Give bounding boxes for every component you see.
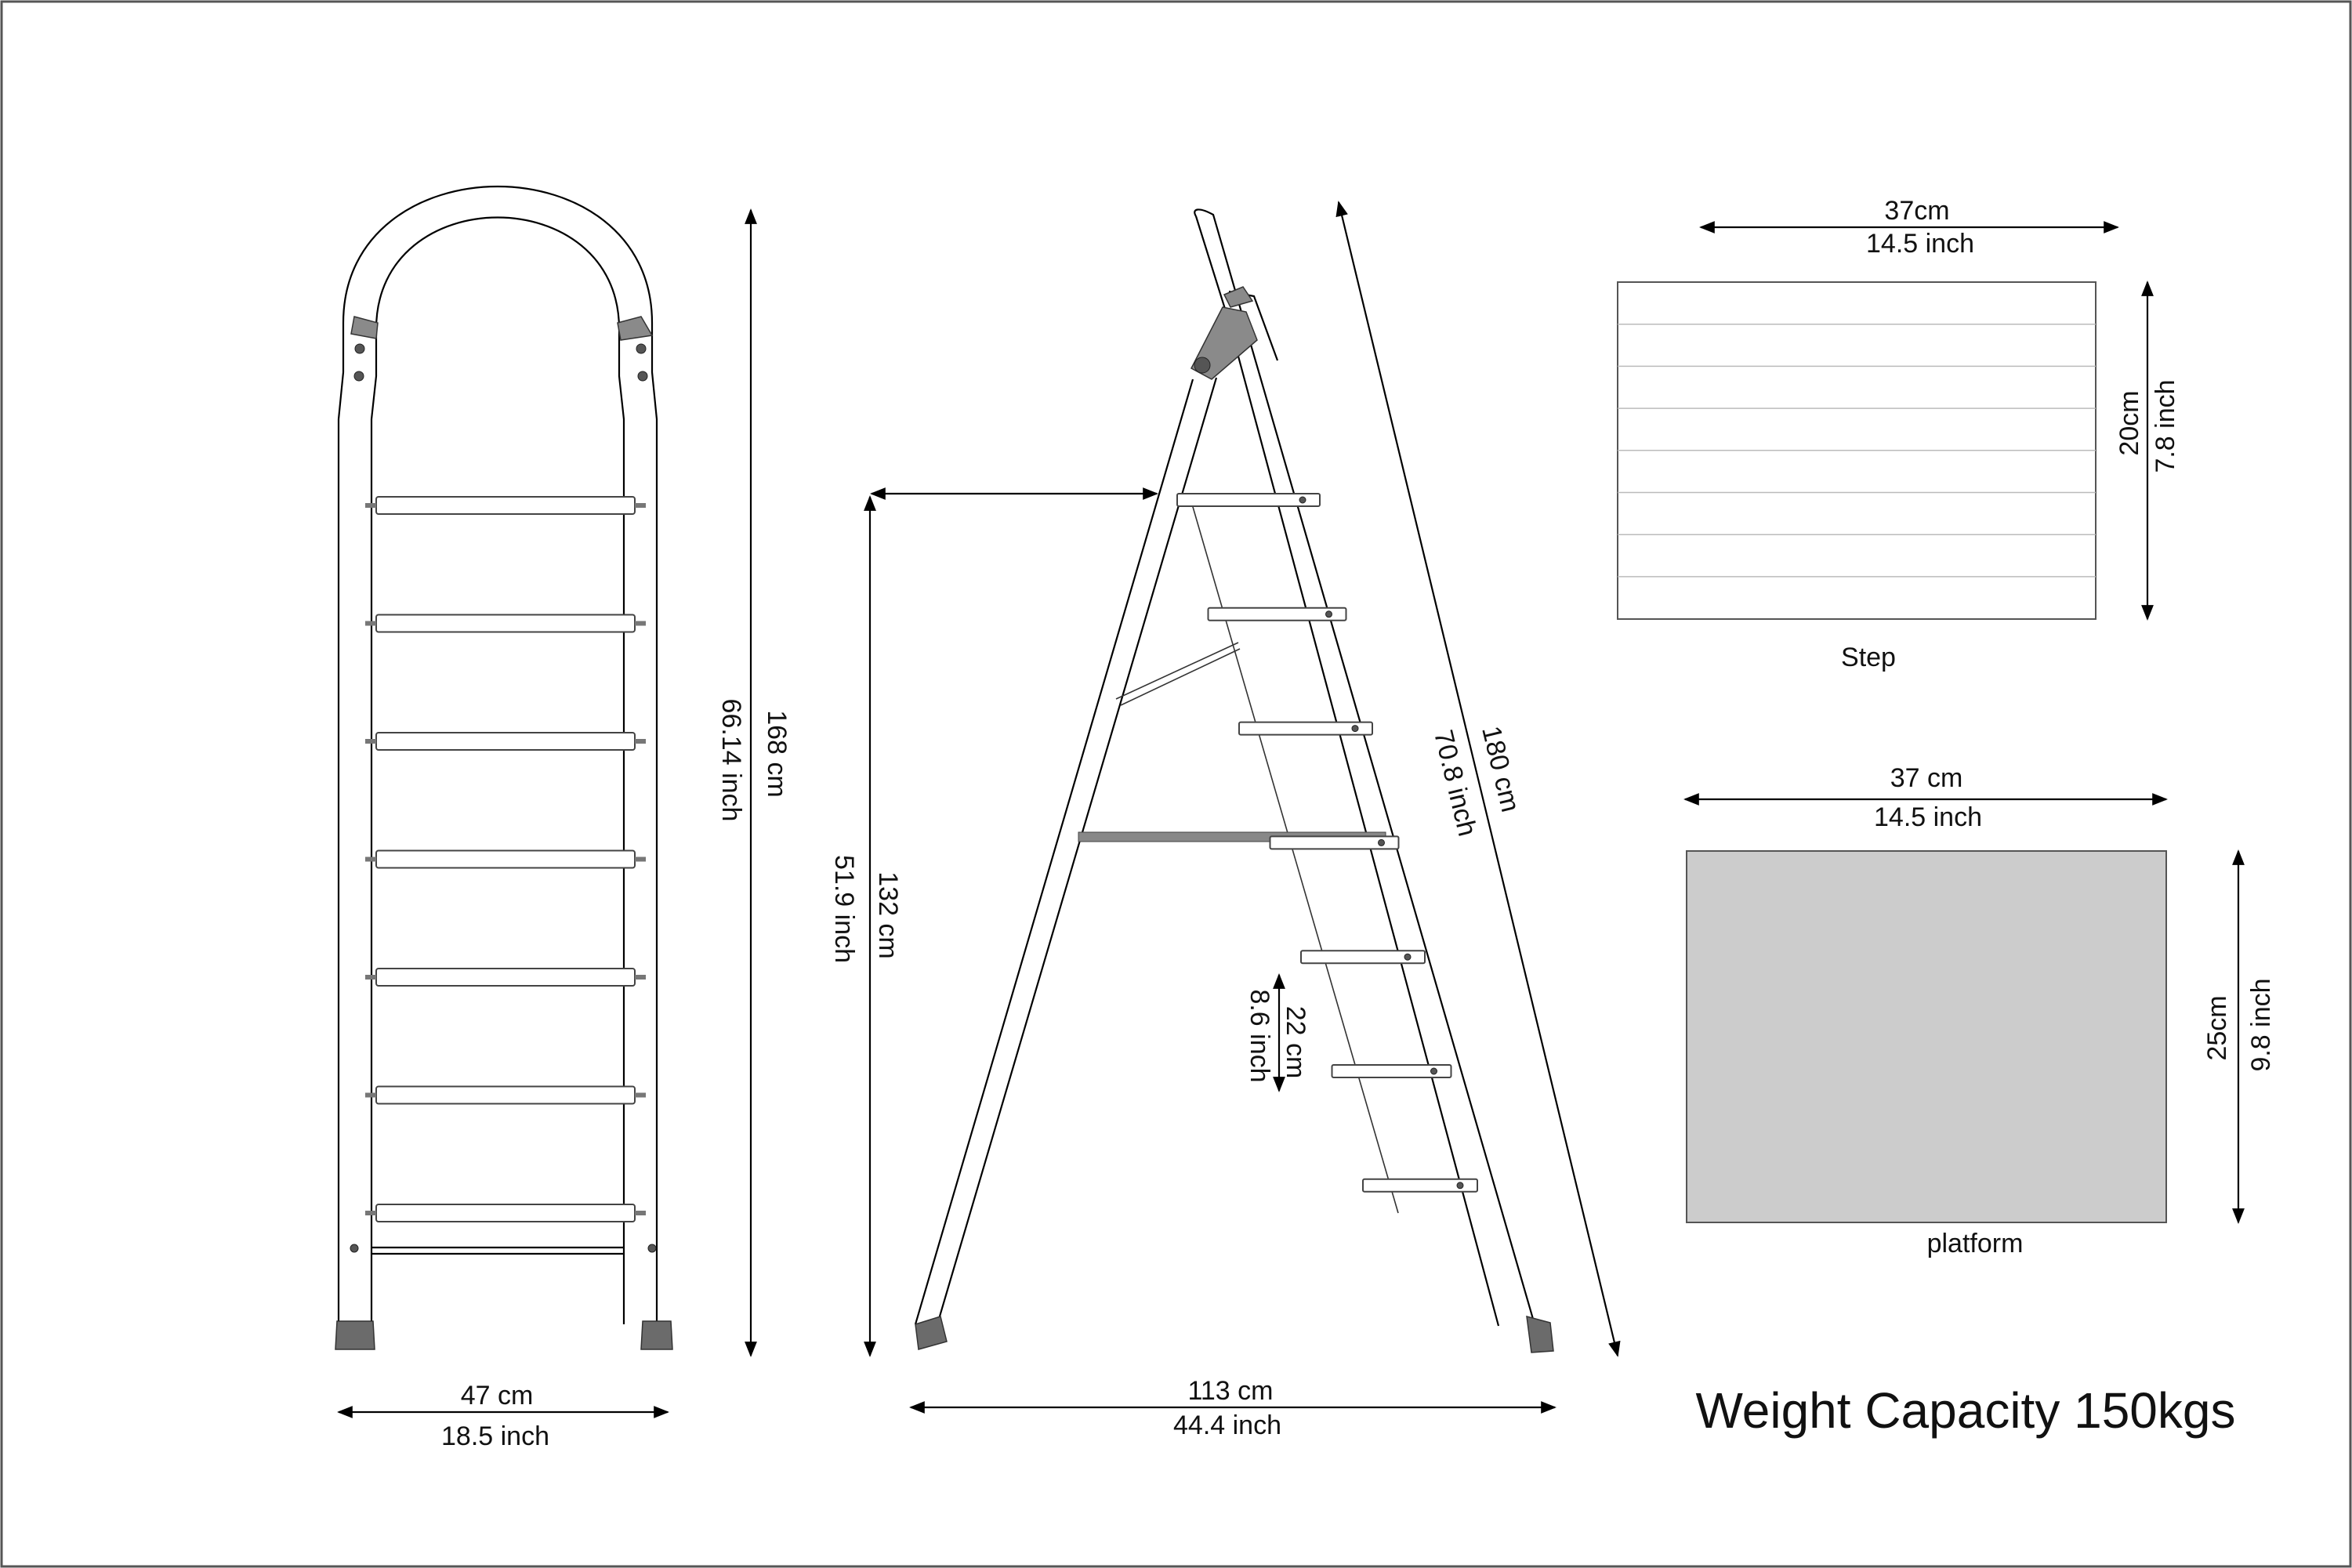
step-width-cm-label: 37cm bbox=[1884, 196, 1949, 226]
front-rung bbox=[375, 968, 636, 987]
side-front-foot bbox=[1526, 1315, 1554, 1353]
side-height-inch-label: 51.9 inch bbox=[829, 855, 859, 963]
side-front-leg bbox=[1194, 208, 1536, 1327]
step-caption: Step bbox=[1841, 643, 1896, 672]
front-rung-bracket bbox=[635, 856, 646, 862]
side-stay-bar bbox=[1115, 642, 1241, 706]
front-rung bbox=[375, 732, 636, 751]
front-right-stile bbox=[618, 323, 658, 1324]
platform-width-cm-label: 37 cm bbox=[1890, 763, 1963, 793]
front-rung bbox=[375, 1204, 636, 1222]
front-rung-bracket bbox=[365, 621, 376, 626]
step-width-inch-label: 14.5 inch bbox=[1866, 229, 1974, 259]
side-hinge-pivot bbox=[1194, 357, 1211, 374]
front-rung-bracket bbox=[635, 739, 646, 744]
front-width-cm-label: 47 cm bbox=[461, 1381, 534, 1410]
front-rung bbox=[375, 1085, 636, 1105]
front-rung-bracket bbox=[365, 739, 376, 744]
side-base-inch-label: 44.4 inch bbox=[1173, 1410, 1281, 1440]
front-rivet bbox=[647, 1244, 657, 1253]
front-view-ladder bbox=[335, 185, 673, 1350]
side-step-rivet bbox=[1430, 1067, 1437, 1075]
side-steps bbox=[1176, 493, 1478, 1193]
front-rung-bracket bbox=[365, 1211, 376, 1215]
side-back-foot bbox=[915, 1316, 948, 1350]
front-rung-bracket bbox=[635, 975, 646, 980]
front-left-stile bbox=[337, 323, 378, 1324]
side-step-spacing-cm-label: 22 cm bbox=[1281, 1006, 1310, 1079]
front-rung-bracket bbox=[365, 975, 376, 980]
front-rung-bracket bbox=[635, 621, 646, 626]
side-length-dimension-line bbox=[1335, 201, 1621, 1357]
front-left-joint-cap bbox=[350, 316, 379, 339]
front-rung bbox=[375, 614, 636, 633]
front-arch-inner bbox=[375, 216, 621, 330]
front-height-cm-label: 168 cm bbox=[762, 710, 792, 798]
platform-depth-cm-label: 25cm bbox=[2202, 995, 2232, 1060]
front-rivet bbox=[353, 371, 364, 382]
side-back-leg bbox=[914, 377, 1218, 1325]
weight-capacity-text: Weight Capacity 150kgs bbox=[1696, 1382, 2236, 1439]
front-rung-bracket bbox=[365, 856, 376, 862]
platform-depth-inch-label: 9.8 inch bbox=[2246, 978, 2276, 1071]
step-depth-cm-label: 20cm bbox=[2115, 390, 2144, 455]
side-step-rivet bbox=[1404, 953, 1412, 961]
front-height-inch-label: 66.14 inch bbox=[716, 699, 746, 822]
platform-width-inch-label: 14.5 inch bbox=[1874, 802, 1982, 832]
side-step-spacing-inch-label: 8.6 inch bbox=[1245, 989, 1274, 1082]
side-step-rivet bbox=[1351, 725, 1359, 733]
side-step-rivet bbox=[1456, 1182, 1464, 1190]
front-rivet bbox=[354, 343, 365, 354]
front-left-foot bbox=[335, 1320, 375, 1350]
step-grooves bbox=[1618, 323, 2096, 578]
front-rungs bbox=[365, 496, 646, 1222]
front-rung-bracket bbox=[365, 1092, 376, 1098]
side-step-rivet bbox=[1378, 838, 1385, 846]
step-depth-inch-label: 7.8 inch bbox=[2151, 379, 2180, 473]
front-width-inch-label: 18.5 inch bbox=[441, 1421, 549, 1451]
step-board bbox=[1617, 281, 2097, 620]
front-rung-bracket bbox=[635, 503, 646, 508]
platform-board bbox=[1686, 850, 2167, 1223]
front-rung-bracket bbox=[635, 1211, 646, 1215]
front-rivet bbox=[637, 371, 648, 382]
front-arch-outer bbox=[342, 185, 654, 324]
platform-caption: platform bbox=[1927, 1229, 2024, 1258]
front-right-foot bbox=[640, 1320, 673, 1350]
side-top-cap bbox=[1223, 286, 1254, 308]
front-right-joint-cap bbox=[617, 316, 654, 341]
side-step bbox=[1176, 493, 1321, 507]
side-base-cm-label: 113 cm bbox=[1188, 1376, 1274, 1406]
side-step-rivet bbox=[1299, 496, 1306, 504]
front-rivet bbox=[350, 1244, 359, 1253]
front-rung bbox=[375, 496, 636, 515]
front-rung bbox=[375, 849, 636, 869]
side-length-inch-label: 70.8 inch bbox=[1428, 727, 1482, 839]
front-rung-bracket bbox=[365, 503, 376, 508]
front-rivet bbox=[636, 343, 647, 354]
front-rung-bracket bbox=[635, 1092, 646, 1098]
side-height-cm-label: 132 cm bbox=[873, 871, 903, 959]
side-step-rivet bbox=[1325, 610, 1332, 618]
